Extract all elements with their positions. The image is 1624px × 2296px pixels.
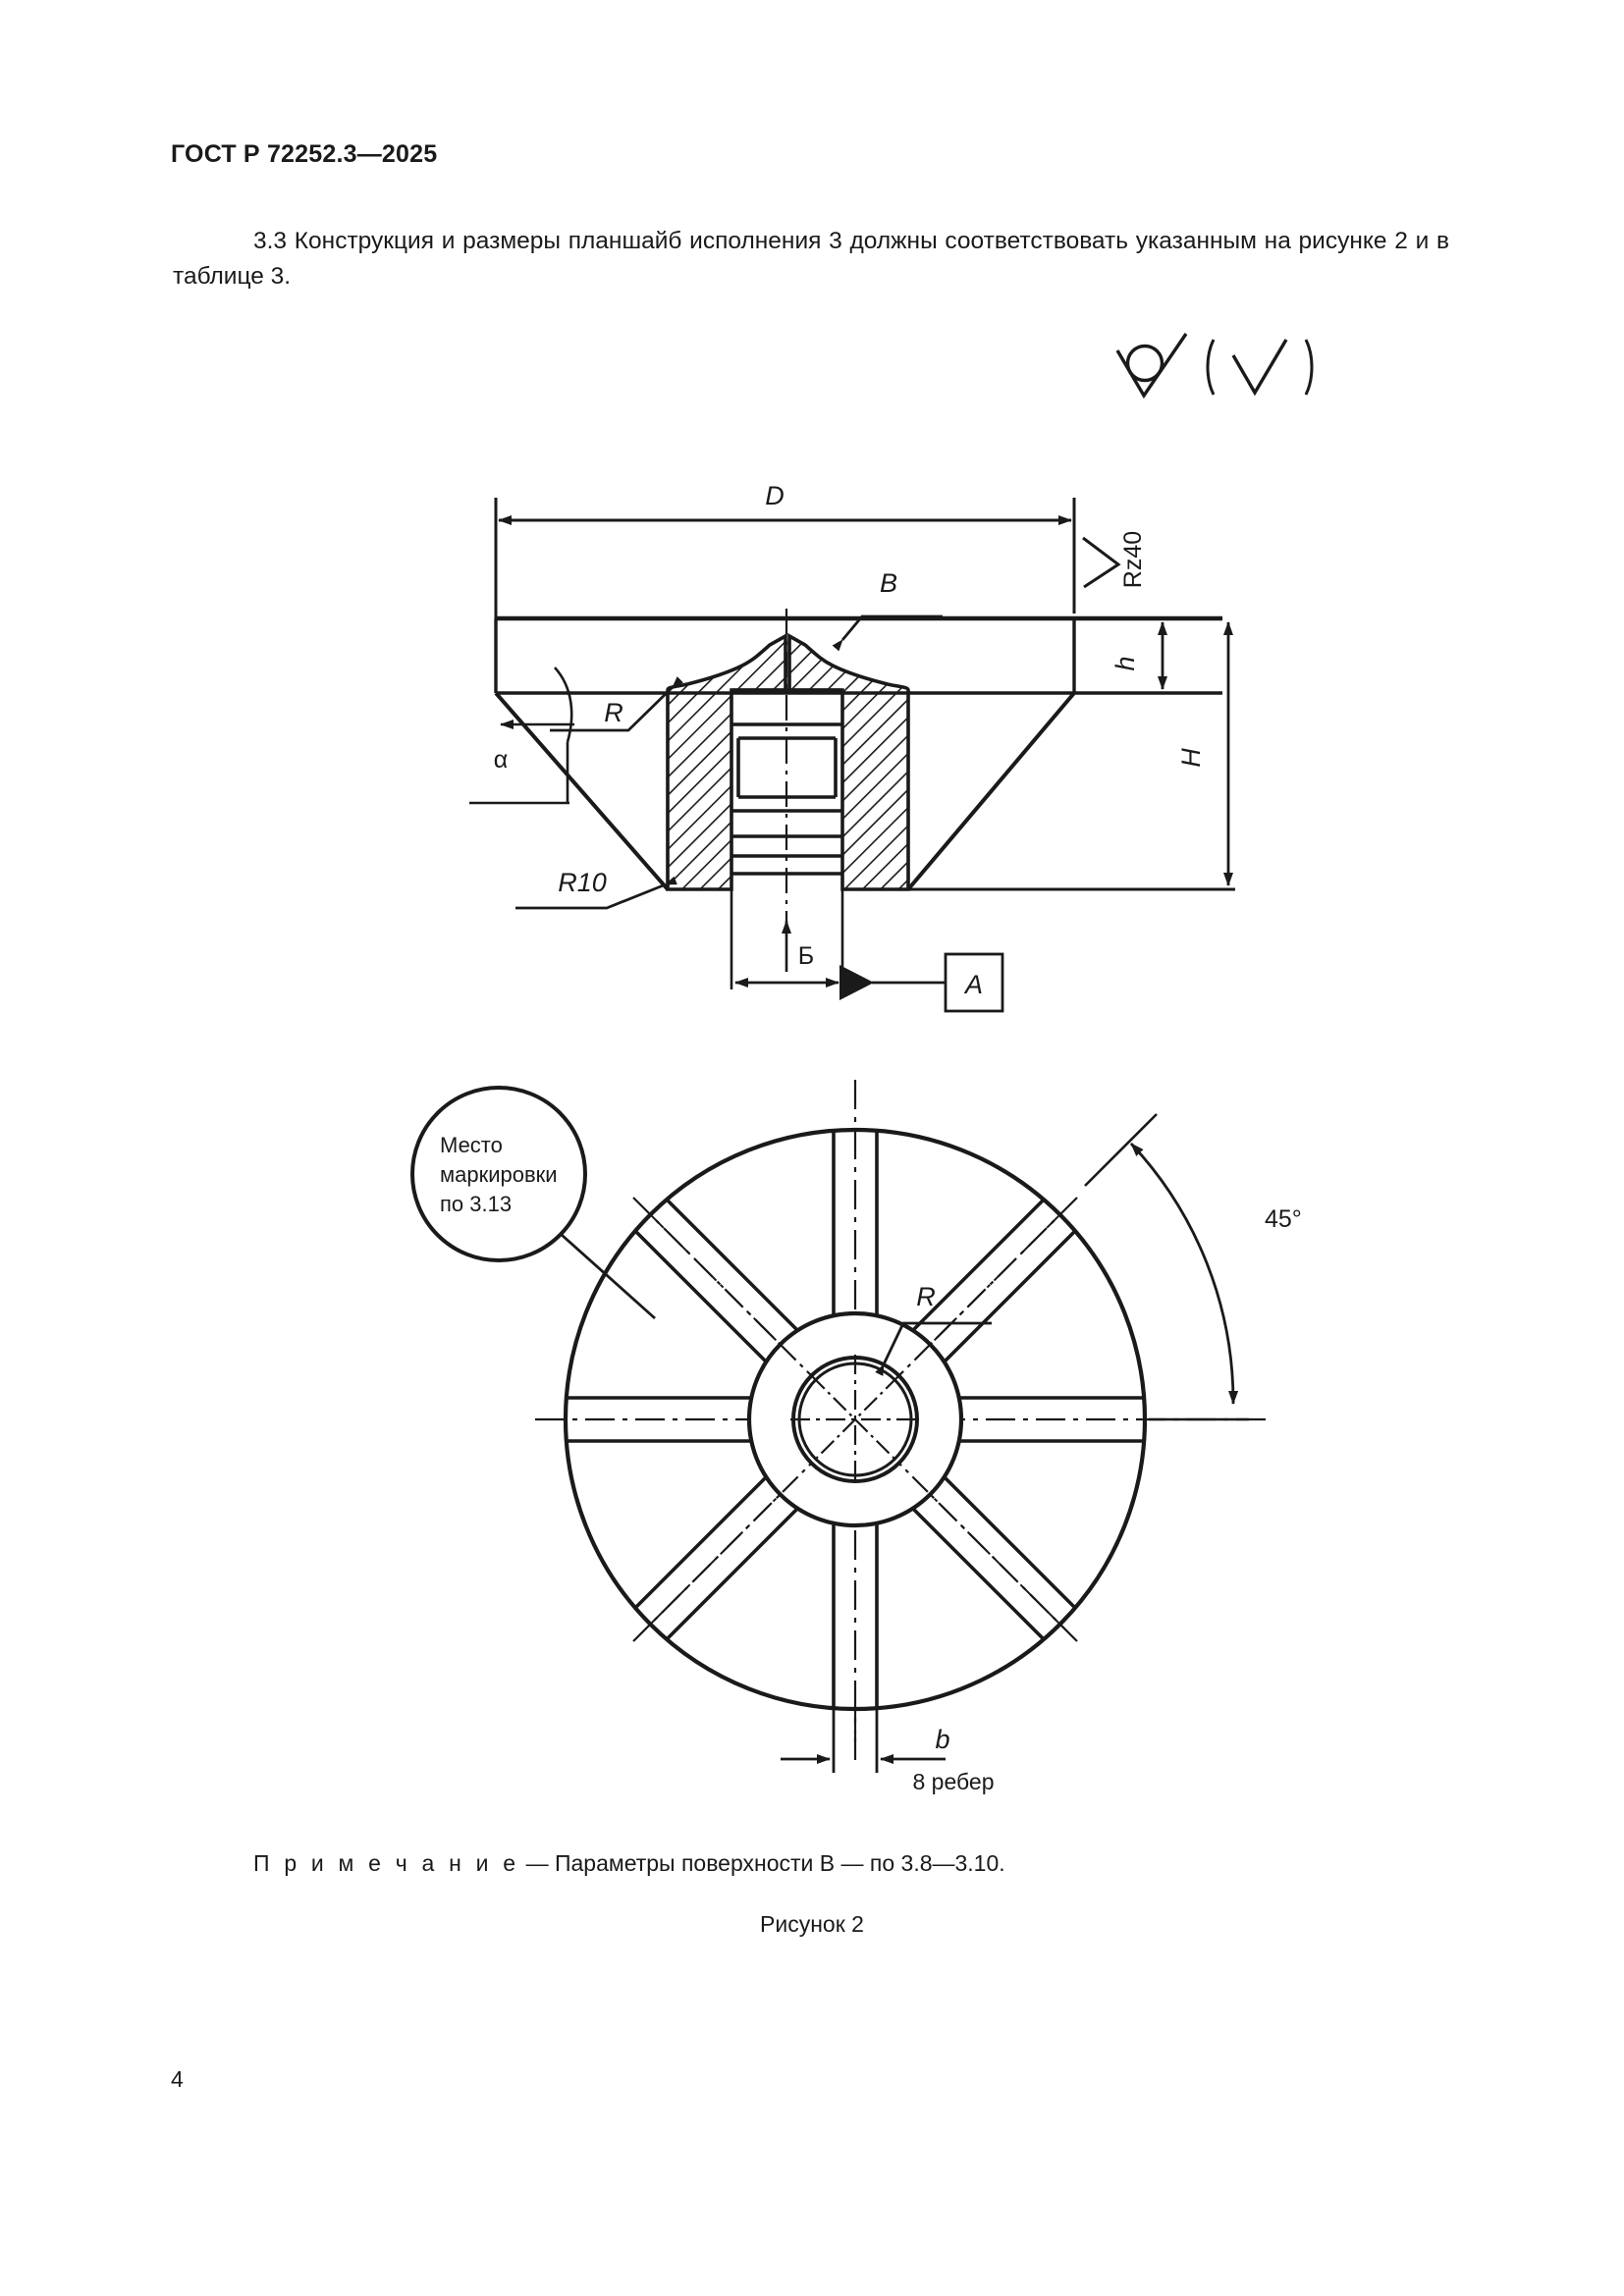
- label-roughness-rz40: Rz40: [1119, 531, 1147, 588]
- label-dim-H: H: [1176, 748, 1206, 768]
- figure-note: П р и м е ч а н и е — Параметры поверхно…: [253, 1850, 1005, 1877]
- label-plan-radius-R: R: [916, 1282, 936, 1311]
- label-angle-45: 45°: [1265, 1205, 1302, 1233]
- threaded-bore: [731, 688, 842, 876]
- label-rib-count: 8 ребер: [912, 1769, 994, 1794]
- note-text: — Параметры поверхности В — по 3.8—3.10.: [519, 1850, 1005, 1876]
- callout-line-1: Место: [440, 1133, 503, 1157]
- label-section-A: A: [963, 970, 983, 999]
- body-paragraph: 3.3 Конструкция и размеры планшайб испол…: [173, 228, 1449, 290]
- page-number: 4: [171, 2066, 184, 2092]
- document-header: ГОСТ Р 72252.3—2025: [171, 140, 438, 168]
- bore-outer-circle: [791, 1356, 919, 1483]
- hub-circle: [746, 1310, 964, 1528]
- callout-line-2: маркировки: [440, 1162, 558, 1187]
- hatched-section-right: [787, 632, 910, 891]
- outer-diameter-circle: [563, 1127, 1148, 1712]
- marking-callout-bubble: [410, 1086, 587, 1262]
- label-radius-R10: R10: [558, 868, 607, 897]
- label-radius-R: R: [604, 698, 623, 727]
- callout-line-3: по 3.13: [440, 1192, 512, 1216]
- section-view: D B Rz40 h H: [469, 481, 1235, 1013]
- surface-finish-symbol: [1115, 333, 1314, 400]
- rib-group: [566, 1130, 1145, 1709]
- label-surface-B: B: [880, 568, 897, 598]
- label-dim-D: D: [765, 481, 785, 510]
- note-label: П р и м е ч а н и е: [253, 1850, 520, 1876]
- label-dim-B-cyrillic: Б: [798, 942, 814, 970]
- section-arrow-A: [839, 965, 874, 1000]
- plan-view: Место маркировки по 3.13 R 45°: [410, 1080, 1302, 1794]
- hatched-section-left: [666, 632, 787, 891]
- label-angle-alpha: α: [494, 746, 508, 774]
- label-dim-h: h: [1110, 656, 1140, 670]
- figure-caption: Рисунок 2: [760, 1911, 864, 1937]
- label-dim-b: b: [935, 1725, 949, 1754]
- bore-inner-circle: [797, 1362, 913, 1477]
